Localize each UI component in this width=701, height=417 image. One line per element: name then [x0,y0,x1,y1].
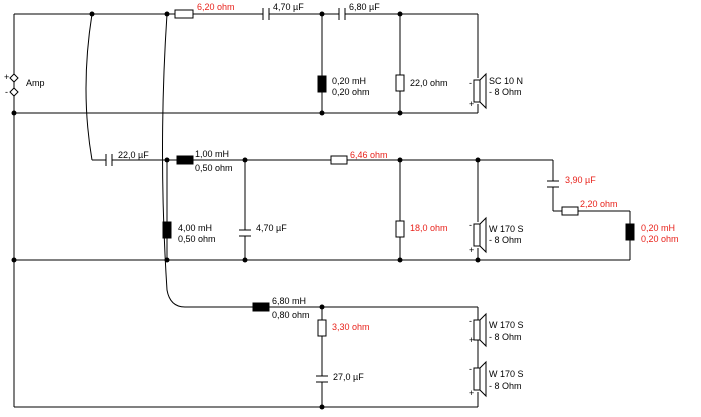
mid-branch: 22,0 µF 1,00 mH 0,50 ohm 4,00 mH 0,50 oh… [105,149,679,255]
wiring [13,13,631,408]
spk3-imp: - 8 Ohm [489,332,522,342]
resistor-bottom [317,319,327,337]
notch-l-value: 0,20 mH [641,223,675,233]
notch-r-label: 2,20 ohm [580,199,618,209]
spk1-minus: - [469,78,472,88]
notch-l-res: 0,20 ohm [641,234,679,244]
spk2-name: W 170 S [489,224,524,234]
r1-label: 6,20 ohm [197,2,235,12]
notch-c-label: 3,90 µF [565,175,596,185]
spk3-plus: + [469,335,474,345]
cshunt-label: 4,70 µF [256,223,287,233]
r2-label: 22,0 ohm [410,78,448,88]
rseries-label: 6,46 ohm [350,150,388,160]
spk3-minus: - [469,316,472,326]
bottom-c-label: 27,0 µF [333,372,364,382]
c1-label: 4,70 µF [273,2,304,12]
speaker-sc10n: - + SC 10 N - 8 Ohm [469,72,523,110]
c2-label: 6,80 µF [349,2,380,12]
top-l1-res: 0,20 ohm [332,87,370,97]
amp-label: Amp [26,78,45,88]
amp-terminals: + - Amp [4,72,45,97]
mid-l1-value: 1,00 mH [195,149,229,159]
resistor-series [330,155,348,165]
inductor-bottom [252,302,270,312]
bottom-l-value: 6,80 mH [272,296,306,306]
spk3-name: W 170 S [489,320,524,330]
amp-minus-label: - [5,87,8,97]
speaker-w170s-bottom-2: - + W 170 S - 8 Ohm [469,360,524,398]
resistor-r1 [174,9,194,19]
spk1-name: SC 10 N [489,76,523,86]
inductor-mid-l1 [176,155,194,165]
resistor-r2 [395,74,405,92]
top-l1-value: 0,20 mH [332,76,366,86]
spk2-imp: - 8 Ohm [489,235,522,245]
top-branch: 6,20 ohm 4,70 µF 6,80 µF 0,20 mH 0,20 oh… [174,2,523,110]
spk4-name: W 170 S [489,369,524,379]
resistor-shunt [395,220,405,238]
spk2-plus: + [469,245,474,255]
resistor-notch [561,206,579,216]
amp-plus-label: + [4,72,9,82]
inductor-mid-l2 [162,221,172,239]
spk2-minus: - [469,220,472,230]
cin-label: 22,0 µF [118,150,149,160]
mid-l2-res: 0,50 ohm [178,234,216,244]
junction-dots [11,11,481,410]
spk1-imp: - 8 Ohm [489,87,522,97]
inductor-l1 [317,75,327,93]
mid-l1-res: 0,50 ohm [195,163,233,173]
spk4-minus: - [469,364,472,374]
spk4-imp: - 8 Ohm [489,381,522,391]
bottom-r-label: 3,30 ohm [332,322,370,332]
mid-l2-value: 4,00 mH [178,223,212,233]
spk4-plus: + [469,388,474,398]
speaker-w170s-mid: - + W 170 S - 8 Ohm [469,216,524,255]
bottom-l-res: 0,80 ohm [272,310,310,320]
rshunt-label: 18,0 ohm [410,223,448,233]
inductor-notch [625,223,635,241]
bottom-branch: 6,80 mH 0,80 ohm 3,30 ohm 27,0 µF - + W … [252,296,524,398]
speaker-w170s-bottom-1: - + W 170 S - 8 Ohm [469,312,524,348]
spk1-plus: + [469,99,474,109]
